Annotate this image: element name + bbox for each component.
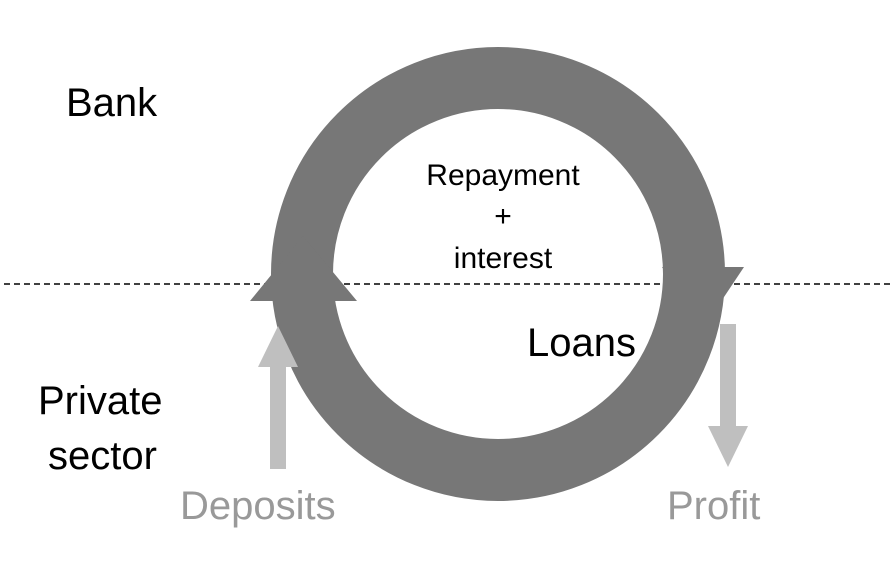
bank-label: Bank bbox=[66, 81, 158, 125]
profit-label: Profit bbox=[667, 484, 760, 528]
repayment-label-line3: interest bbox=[454, 242, 553, 275]
profit-arrow-shaft bbox=[720, 324, 736, 428]
repayment-label-line1: Repayment bbox=[426, 159, 580, 192]
profit-arrow bbox=[708, 324, 748, 467]
deposits-arrow-head bbox=[258, 326, 298, 367]
private-sector-label-line1: Private bbox=[38, 379, 163, 423]
profit-arrow-head bbox=[708, 426, 748, 467]
repayment-arrowhead bbox=[250, 236, 357, 301]
loans-label: Loans bbox=[527, 321, 636, 365]
deposits-label: Deposits bbox=[180, 484, 336, 528]
deposits-arrow bbox=[258, 326, 298, 469]
private-sector-label-line2: sector bbox=[48, 434, 157, 478]
deposits-arrow-shaft bbox=[270, 366, 286, 469]
loans-arrowhead bbox=[662, 267, 744, 327]
repayment-label-line2: + bbox=[494, 200, 512, 233]
